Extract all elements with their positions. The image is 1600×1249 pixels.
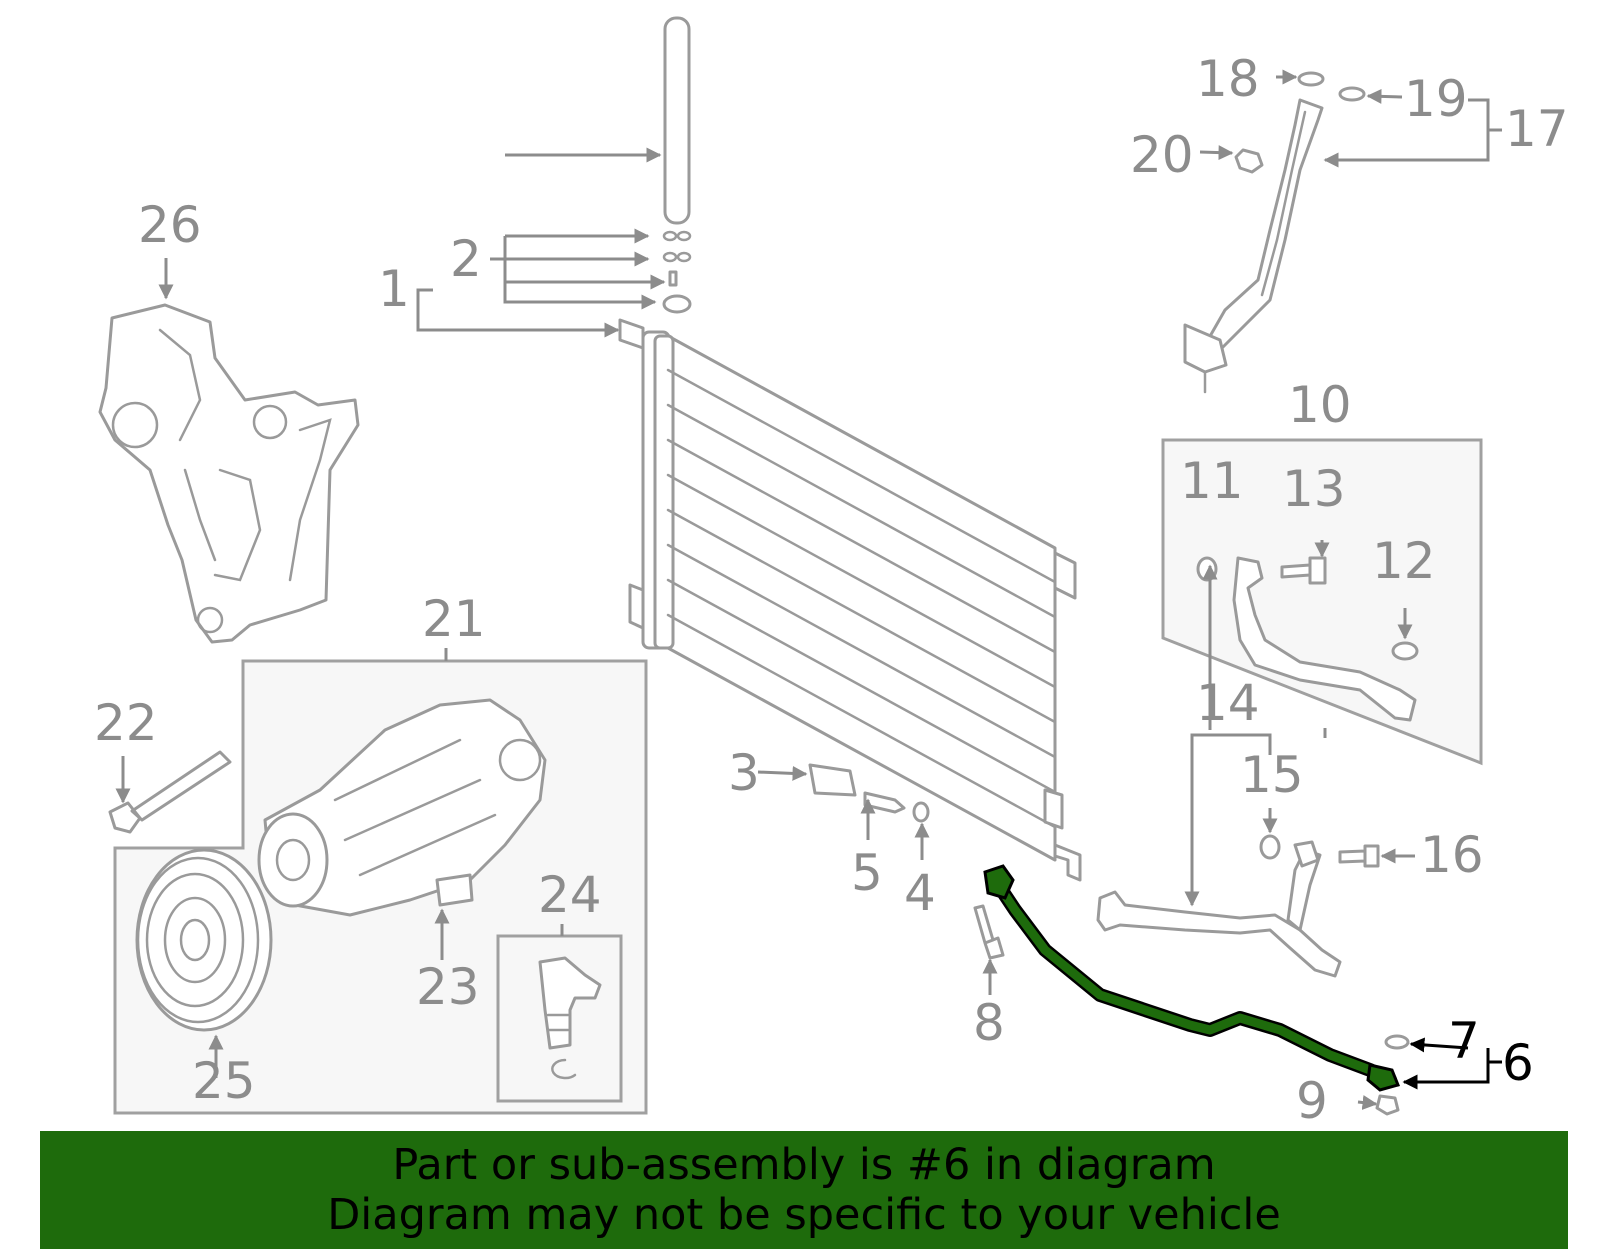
callout-23: 23 [416,958,480,1016]
part-21-compressor[interactable] [257,698,547,917]
callout-11: 11 [1180,452,1244,510]
part-19-o-ring[interactable] [1338,86,1366,102]
callout-21: 21 [422,590,486,648]
banner-line-2: Diagram may not be specific to your vehi… [327,1190,1281,1240]
part-18-o-ring[interactable] [1297,71,1325,87]
disclaimer-banner: Part or sub-assembly is #6 in diagram Di… [40,1131,1568,1249]
callout-15: 15 [1240,746,1304,804]
part-9-nut[interactable] [1375,1094,1400,1116]
callout-10: 10 [1288,376,1352,434]
part-3-pressure-switch[interactable] [808,763,857,797]
callout-14: 14 [1196,674,1260,732]
part-6-suction-line[interactable] [983,864,1401,1092]
callout-2: 2 [450,230,482,288]
callout-3: 3 [728,744,760,802]
callout-17: 17 [1505,100,1569,158]
part-16-bolt[interactable] [1338,844,1380,868]
part-12-o-ring[interactable] [1391,641,1419,661]
part-1-condenser[interactable] [618,318,1082,882]
part-24-control-valve[interactable] [538,956,602,1080]
callout-25: 25 [192,1052,256,1110]
leader-lines [115,69,1502,1110]
part-20-nut[interactable] [1234,148,1264,174]
part-25-clutch-pulley[interactable] [135,848,273,1032]
callout-20: 20 [1130,126,1194,184]
part-10-hose[interactable] [1232,556,1417,722]
callout-24: 24 [538,866,602,924]
callout-1: 1 [378,260,410,318]
part-26-bracket[interactable] [98,303,360,644]
callout-5: 5 [851,844,883,902]
callout-18: 18 [1196,50,1260,108]
part-15-o-ring[interactable] [1259,834,1281,860]
callout-7: 7 [1448,1012,1480,1070]
part-22-bolt[interactable] [108,750,232,834]
banner-line-1: Part or sub-assembly is #6 in diagram [392,1140,1216,1190]
part-4-o-ring[interactable] [912,801,930,823]
callout-6: 6 [1502,1034,1534,1092]
callout-12: 12 [1372,532,1436,590]
callout-13: 13 [1282,460,1346,518]
part-14-hose[interactable] [1096,840,1342,978]
part-17-discharge-line[interactable] [1183,98,1324,394]
callout-16: 16 [1420,826,1484,884]
part-7-o-ring[interactable] [1384,1034,1410,1050]
callout-labels: 1 2 3 4 5 6 7 8 9 10 11 12 13 14 15 16 1… [94,50,1569,1130]
callout-22: 22 [94,694,158,752]
part-13-bolt[interactable] [1280,556,1327,585]
part-11-o-ring[interactable] [1196,556,1218,582]
callout-9: 9 [1296,1072,1328,1130]
callout-4: 4 [904,864,936,922]
part-2-receiver-drier[interactable] [662,16,692,314]
callout-8: 8 [973,994,1005,1052]
callout-19: 19 [1404,70,1468,128]
callout-26: 26 [138,196,202,254]
part-8-bolt[interactable] [973,904,1005,960]
hose-kit-panel [1161,438,1483,766]
part-5-valve-core[interactable] [863,791,906,814]
